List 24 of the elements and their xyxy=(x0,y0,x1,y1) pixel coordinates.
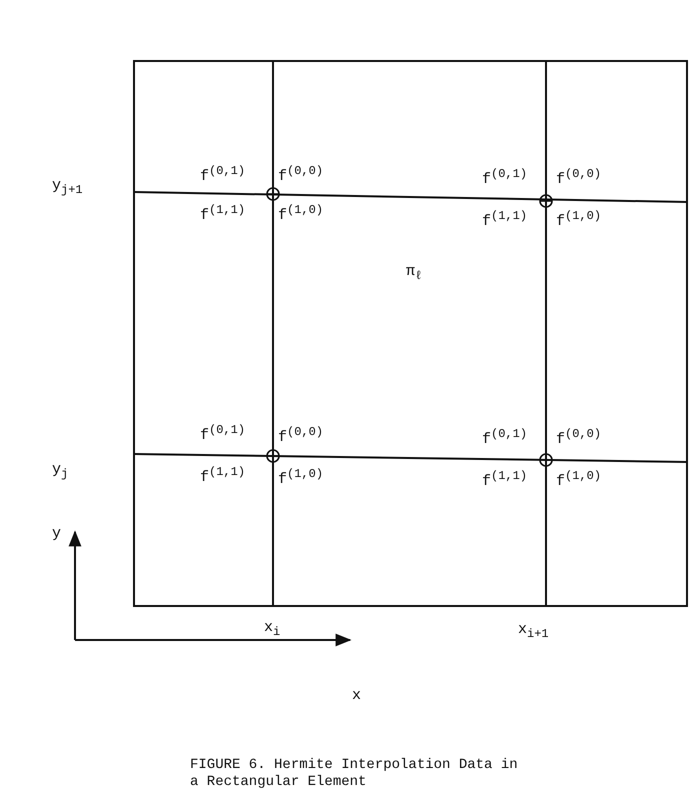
data-label: f$^{(0,1)}$ xyxy=(200,165,246,186)
data-label: f$^{(1,0)}$ xyxy=(278,468,324,488)
data-label: f$^{(0,1)}$ xyxy=(482,168,528,188)
axis-label: x$_{i}$ xyxy=(264,620,280,640)
axis-label: y$_{j}$ xyxy=(52,462,68,482)
data-label: f$^{(0,0)}$ xyxy=(556,168,602,188)
data-label: f$^{(1,0)}$ xyxy=(278,204,324,224)
axis-label: x$_{i+1}$ xyxy=(518,622,549,642)
data-label: f$^{(1,1)}$ xyxy=(200,204,246,224)
axis-label: y xyxy=(52,526,62,542)
data-label: f$^{(1,1)}$ xyxy=(200,466,246,486)
figure-caption: FIGURE 6. Hermite Interpolation Data in a Rectangular Element xyxy=(190,757,519,791)
data-label: f$^{(0,1)}$ xyxy=(482,428,528,448)
data-label: f$^{(0,0)}$ xyxy=(278,165,324,186)
data-label: f$^{(0,0)}$ xyxy=(278,426,324,446)
axis-label: y$_{j+1}$ xyxy=(52,178,83,198)
data-label: f$^{(1,0)}$ xyxy=(556,470,602,490)
data-label: f$^{(1,1)}$ xyxy=(482,210,528,230)
data-label: f$^{(0,1)}$ xyxy=(200,424,246,444)
data-label: f$^{(0,0)}$ xyxy=(556,428,602,448)
data-label: f$^{(1,0)}$ xyxy=(556,210,602,230)
element-label: π$_{ℓ}$ xyxy=(406,264,422,284)
axis-label: x xyxy=(352,688,362,704)
data-label: f$^{(1,1)}$ xyxy=(482,470,528,490)
